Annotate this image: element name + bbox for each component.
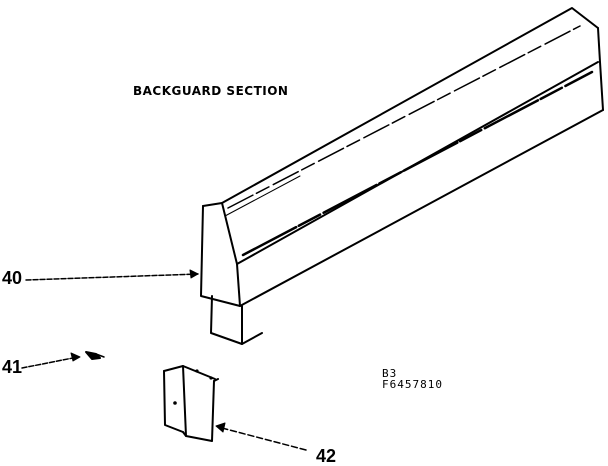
drawing-code-line2: F6457810 xyxy=(382,378,443,391)
callout-40: 40 xyxy=(2,268,23,288)
callout-41: 41 xyxy=(2,357,23,377)
leader-line-41 xyxy=(21,352,81,369)
diagram-title: BACKGUARD SECTION xyxy=(133,84,289,98)
leader-line-42 xyxy=(215,422,307,451)
drawing-code-line1: B3 xyxy=(382,367,398,380)
mounting-bracket-part xyxy=(163,365,219,442)
leader-line-40 xyxy=(25,269,199,281)
backguard-section-part xyxy=(200,7,604,345)
callout-42: 42 xyxy=(316,446,337,466)
screw-part xyxy=(85,351,105,360)
